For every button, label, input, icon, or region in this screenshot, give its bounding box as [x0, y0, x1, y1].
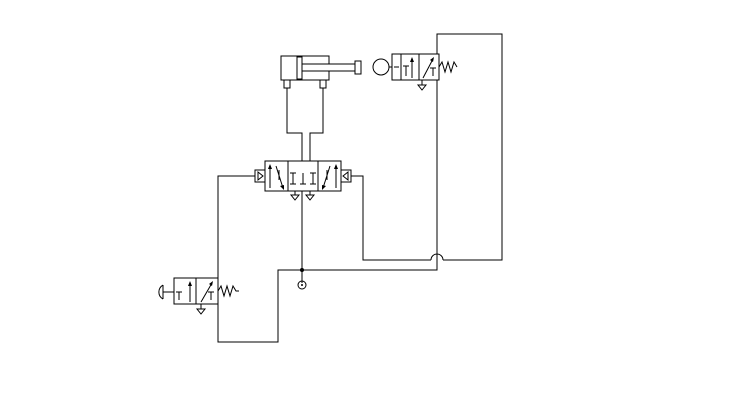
- main-valve: [254, 160, 352, 201]
- main-valve-left-block: [264, 160, 289, 192]
- cylinder-rod-end: [354, 60, 362, 75]
- main-valve-right-block: [317, 160, 342, 192]
- left-pilot-triangle: [257, 170, 264, 182]
- line-port-a: [286, 88, 303, 161]
- right-pilot-line: [351, 175, 431, 261]
- limit-valve: [372, 53, 458, 91]
- pushbutton-valve-pos-1: [173, 277, 197, 305]
- pb-diag-arrow: [209, 281, 213, 286]
- limit-output-line: [436, 33, 503, 261]
- air-supply-dot: [301, 284, 303, 286]
- left-pilot-line: [217, 175, 255, 278]
- cylinder-rod: [301, 63, 358, 72]
- supply-main-line: [217, 80, 438, 343]
- pushbutton-icon: [158, 284, 164, 300]
- main-left-arrow-2: [280, 185, 284, 190]
- limit-flow-arrow: [410, 57, 414, 62]
- pb-diag-line: [200, 282, 213, 303]
- line-port-b: [309, 88, 324, 161]
- limit-diag-line: [422, 58, 434, 79]
- exhaust-icon: [416, 84, 428, 91]
- limit-valve-pos-1: [400, 53, 420, 81]
- junction-dot: [300, 268, 304, 272]
- main-right-arrow-2: [322, 185, 326, 190]
- cylinder-port-a-fitting: [283, 79, 291, 89]
- main-left-arrow-1: [268, 164, 272, 169]
- pushbutton-valve: [158, 277, 239, 315]
- cylinder-piston: [296, 56, 303, 80]
- cylinder-supply-lines: [286, 88, 324, 161]
- double-acting-cylinder: [280, 55, 362, 89]
- right-pilot-triangle: [342, 170, 349, 182]
- main-right-arrow-1: [334, 164, 338, 169]
- exhaust-icon: [289, 194, 301, 201]
- pb-flow-arrow: [188, 281, 192, 286]
- air-supply-icon: [297, 280, 307, 290]
- pilot-lines: [217, 33, 503, 343]
- exhaust-icon: [304, 194, 316, 201]
- roller-icon: [372, 58, 390, 76]
- spring-icon: [217, 284, 239, 298]
- limit-diag-arrow: [430, 57, 434, 62]
- cylinder-port-b-fitting: [319, 79, 327, 89]
- spring-icon: [438, 60, 458, 74]
- exhaust-icon: [195, 308, 207, 315]
